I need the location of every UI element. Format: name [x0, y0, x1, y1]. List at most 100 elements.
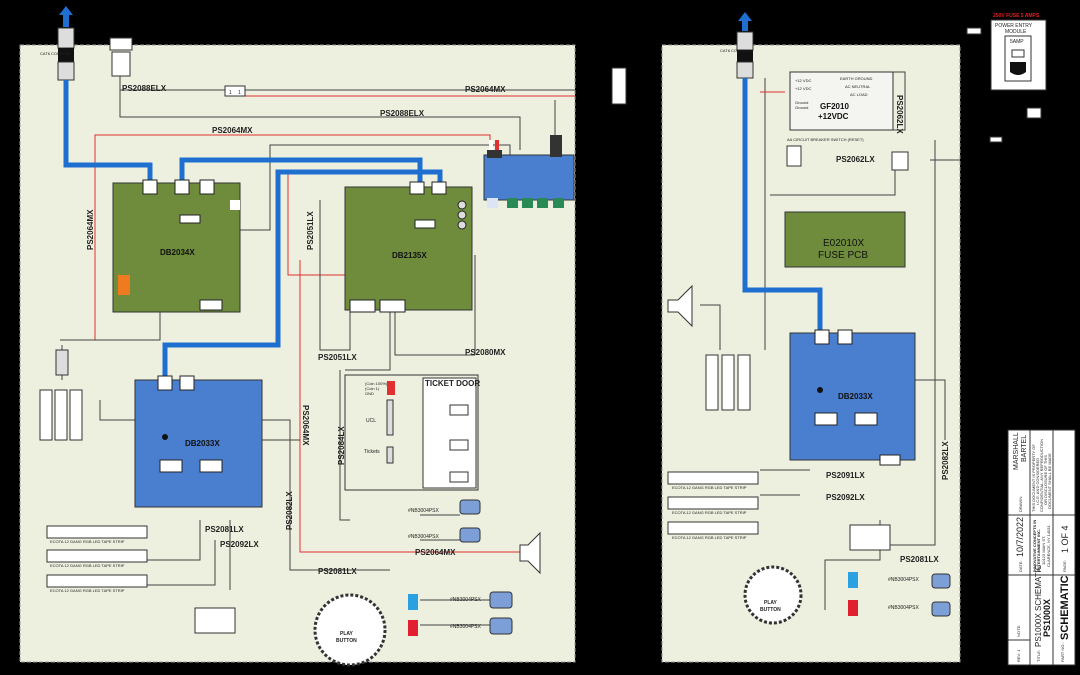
cable-label: PS2082LX — [285, 491, 294, 530]
ticket-door-part: Tickets — [364, 449, 380, 455]
board-db2033x-right-part — [817, 387, 823, 393]
board-db2135x-part — [431, 181, 447, 195]
connector-red — [848, 600, 858, 616]
power-entry-module-part — [1011, 49, 1025, 58]
motor — [459, 499, 481, 515]
power-entry-module-part: MODULE — [1005, 29, 1027, 35]
power-supply-gf2010-part: AC NEUTRAL — [845, 84, 871, 89]
blue-io-board-part — [522, 198, 533, 208]
led-strip: ECOTA 12 GANG RGB LED TAPE STRIP ECOTA 1… — [46, 525, 148, 593]
play-button-right-part: PLAY — [764, 600, 778, 606]
schematic-canvas-part — [394, 310, 475, 356]
ticket-door-part — [386, 446, 394, 464]
cat6-coupler-left-part — [57, 27, 75, 49]
cable-label: PS2064MX — [212, 126, 253, 135]
cable-label: PS2092LX — [220, 540, 259, 549]
cable-label: PS2064MX — [86, 209, 95, 250]
board-db2033x-left-part — [134, 379, 263, 508]
schematic-canvas-part — [742, 78, 823, 335]
circuit-breaker — [786, 145, 802, 167]
led-bar — [39, 389, 53, 441]
connector — [109, 37, 133, 51]
led-strip-part — [46, 574, 148, 588]
title-block-part: 10/7/2022 — [1015, 517, 1025, 557]
power-supply-gf2010-part: +12 VDC — [795, 86, 811, 91]
board-db2033x-left-part — [199, 459, 223, 473]
power-entry-module-part — [1010, 62, 1026, 75]
schematic-canvas-part — [130, 540, 216, 586]
ticket-door-part — [386, 399, 394, 436]
board-db2135x-part — [409, 181, 425, 195]
board-db2033x-left: DB2033X — [134, 375, 263, 508]
ticket-door-part: GND — [365, 391, 374, 396]
schematic-canvas-part — [915, 379, 946, 440]
schematic-canvas-part — [63, 80, 153, 188]
ticket-door-part: UCL — [366, 418, 376, 424]
power-entry-module-part: 250V FUSE 5 AMPS — [993, 13, 1040, 19]
cable-label: PS2081LX — [318, 567, 357, 576]
board-db2033x-left-part — [179, 375, 195, 391]
arrow-up-icon — [738, 12, 752, 31]
power-supply-gf2010-part: AC LOAD — [850, 92, 868, 97]
title-block-part: I.C.E. AND CONSIDERED — [1035, 458, 1040, 505]
led-bar — [54, 389, 68, 441]
coupler-label: CAT6 COUPLER — [40, 51, 70, 56]
motor — [489, 591, 513, 609]
play-button-right-part: BUTTON — [760, 607, 781, 613]
board-db2034x-part — [199, 179, 215, 195]
jumper-connector-part: 1 — [229, 90, 232, 96]
schematic-canvas-part — [162, 169, 443, 382]
title-block-part: PART NO.: — [1060, 642, 1065, 662]
title-block-part: 1 OF 4 — [1060, 525, 1070, 553]
schematic-canvas-part — [130, 520, 201, 561]
power-supply-gf2010-part — [789, 71, 894, 131]
cat6-coupler-left: CAT6 COUPLER — [40, 6, 75, 81]
schematic-canvas-part — [345, 310, 391, 371]
play-button-right: PLAY BUTTON — [743, 565, 803, 625]
power-entry-module-part: POWER ENTRY — [995, 23, 1033, 29]
board-db2033x-left-part — [157, 375, 173, 391]
cable-label: PS2064MX — [465, 85, 506, 94]
arrow-up-icon — [59, 6, 73, 27]
motor — [489, 617, 513, 635]
schematic-canvas-part — [700, 304, 721, 350]
board-db2135x-part — [379, 299, 406, 313]
play-button-left-part: PLAY — [340, 631, 354, 637]
connector — [611, 67, 627, 105]
schematic-canvas-part — [287, 170, 345, 276]
cable-label: PS2091LX — [826, 471, 865, 480]
title-block-part: ENTERTAINMENT INC. — [1036, 529, 1041, 572]
board-db2034x-part — [230, 200, 240, 210]
motor — [459, 527, 481, 543]
board-db2034x-part — [174, 179, 190, 195]
schematic-canvas-part: #NB3004PSX — [450, 624, 482, 630]
power-entry-module: 250V FUSE 5 AMPS POWER ENTRY MODULE 5AMP — [990, 13, 1047, 91]
cable-label: PS2082LX — [941, 441, 950, 480]
title-block-part: REV: 1 — [1016, 649, 1021, 662]
led-strip-part — [667, 521, 759, 535]
cat6-coupler-right-part — [737, 50, 753, 62]
jumper-connector-part — [224, 85, 246, 97]
board-db2034x-part — [199, 299, 223, 311]
led-strip-part — [46, 549, 148, 563]
ticket-door-part — [387, 381, 395, 395]
cable-label: PS2084LX — [337, 426, 346, 465]
speaker-icon — [519, 531, 541, 575]
jumper-connector: 1 1 — [224, 85, 246, 97]
board-db2033x-right-part — [814, 412, 838, 426]
title-block-part: PAGE: — [1062, 560, 1067, 572]
cable-label: PS2051LX — [306, 211, 315, 250]
title-block-part: SCHEMATIC — [1059, 575, 1071, 640]
title-block-part: PS1000X — [1042, 599, 1052, 637]
schematic-canvas-part: #NB3004PSX — [408, 534, 440, 540]
cable-label: PS2064MX — [301, 405, 310, 446]
power-supply-gf2010-part: +12VDC — [818, 112, 849, 121]
title-block-part: TITLE: — [1036, 650, 1041, 662]
title-block-part: PS1000X SCHEMATIC — [1034, 564, 1043, 647]
board-db2033x-right-part: DB2033X — [838, 392, 873, 401]
title-block-part: DOCUMENT SHALL BE MADE — [1047, 453, 1052, 509]
led-strip-part: ECOTA 12 GANG RGB LED TAPE STRIP — [672, 510, 747, 515]
board-db2135x-part — [457, 220, 467, 230]
cable-label: PS2088ELX — [122, 84, 167, 93]
board-db2033x-right-part — [814, 329, 830, 345]
